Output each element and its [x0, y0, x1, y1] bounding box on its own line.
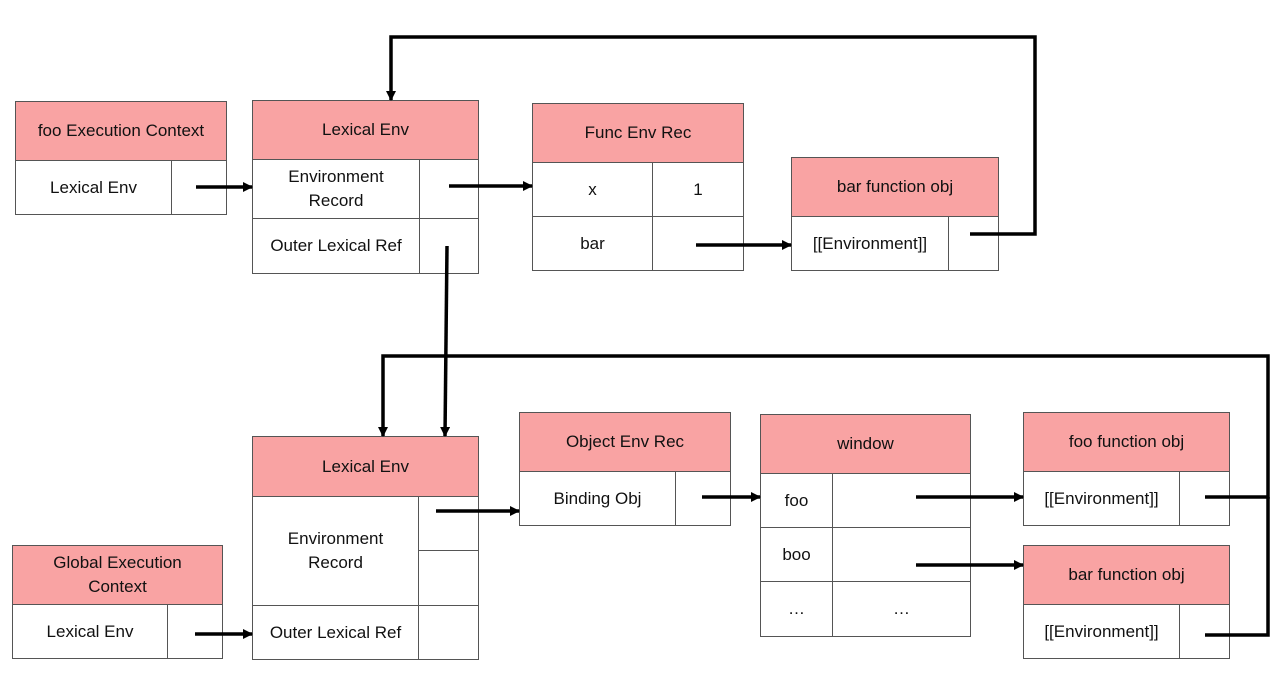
object-env-rec-binding-obj-pointer	[675, 471, 731, 526]
window-boo-pointer	[832, 527, 971, 582]
window-foo-pointer	[832, 473, 971, 528]
func-env-rec-x-key: x	[532, 162, 653, 217]
func-env-rec-bar-key: bar	[532, 216, 653, 271]
bar-function-obj-top-environment-label: [[Environment]]	[791, 216, 949, 271]
foo-lexical-env-record-pointer	[419, 159, 479, 219]
bar-function-obj-bottom-environment-pointer	[1179, 604, 1230, 659]
foo-function-obj-title: foo function obj	[1023, 412, 1230, 472]
global-lexical-env-record-label: Environment Record	[252, 496, 419, 606]
global-lexical-outer-ref-label: Outer Lexical Ref	[252, 605, 419, 660]
foo-context-lexical-env-label: Lexical Env	[15, 160, 172, 215]
window-title: window	[760, 414, 971, 474]
foo-lexical-env-record-label: Environment Record	[252, 159, 420, 219]
window-ellipsis-value: …	[832, 581, 971, 637]
window-boo-key: boo	[760, 527, 833, 582]
bar-function-obj-bottom-title: bar function obj	[1023, 545, 1230, 605]
func-env-rec-x-value: 1	[652, 162, 744, 217]
foo-lexical-outer-ref-pointer	[419, 218, 479, 274]
global-lexical-env-record-pointer-2	[418, 550, 479, 606]
bar-function-obj-top-title: bar function obj	[791, 157, 999, 217]
foo-lexical-outer-ref-label: Outer Lexical Ref	[252, 218, 420, 274]
func-env-rec-title: Func Env Rec	[532, 103, 744, 163]
foo-function-obj-environment-pointer	[1179, 471, 1230, 526]
global-context-lexical-env-pointer	[167, 604, 223, 659]
global-execution-context-title: Global Execution Context	[12, 545, 223, 605]
object-env-rec-title: Object Env Rec	[519, 412, 731, 472]
global-context-lexical-env-label: Lexical Env	[12, 604, 168, 659]
window-foo-key: foo	[760, 473, 833, 528]
bar-function-obj-top-environment-pointer	[948, 216, 999, 271]
foo-lexical-env-title: Lexical Env	[252, 100, 479, 160]
foo-context-lexical-env-pointer	[171, 160, 227, 215]
global-lexical-env-title: Lexical Env	[252, 436, 479, 497]
arrow-outer-ref-to-global-lexical-env	[440, 245, 451, 437]
func-env-rec-bar-pointer	[652, 216, 744, 271]
foo-execution-context-title: foo Execution Context	[15, 101, 227, 161]
object-env-rec-binding-obj-label: Binding Obj	[519, 471, 676, 526]
bar-function-obj-bottom-environment-label: [[Environment]]	[1023, 604, 1180, 659]
foo-function-obj-environment-label: [[Environment]]	[1023, 471, 1180, 526]
global-lexical-outer-ref-pointer	[418, 605, 479, 660]
window-ellipsis-key: …	[760, 581, 833, 637]
global-lexical-env-record-pointer-1	[418, 496, 479, 551]
